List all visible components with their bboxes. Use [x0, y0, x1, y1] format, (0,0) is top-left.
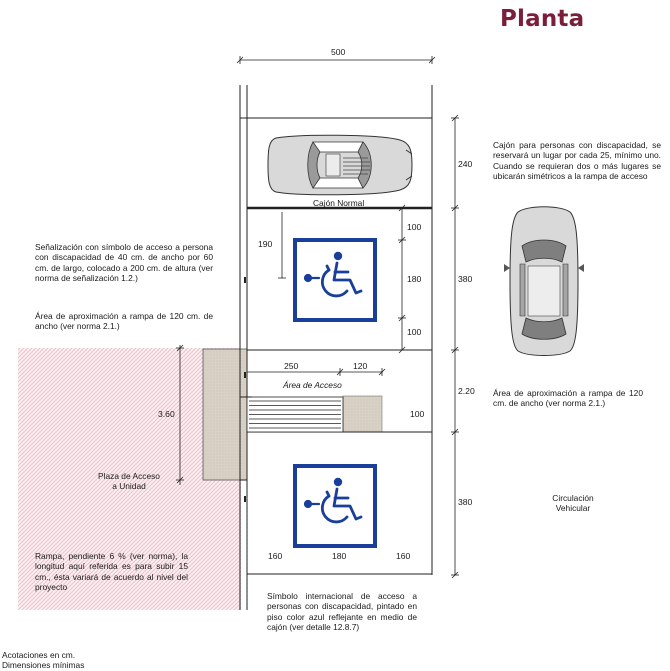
note-symbol: Símbolo internacional de acceso a person… [267, 591, 417, 632]
dim-row-1: 240 [458, 159, 473, 169]
dim-aisle-120: 120 [353, 361, 368, 371]
note-ramp: Rampa, pendiente 6 % (ver norma), la lon… [35, 551, 188, 592]
wheelchair-symbol-icon [293, 464, 377, 548]
wheelchair-symbol-icon [293, 238, 377, 322]
note-approach-left: Área de aproximación a rampa de 120 cm. … [35, 311, 213, 332]
dim-row-4: 380 [458, 497, 473, 507]
label-normal-space: Cajón Normal [313, 198, 365, 208]
dim-bottom-left: 160 [268, 551, 283, 561]
note-signage: Señalización con símbolo de acceso a per… [35, 242, 213, 283]
dim-total-width: 500 [331, 47, 346, 57]
dim-sign-mid: 180 [407, 274, 422, 284]
dim-sign-bottom: 100 [407, 327, 422, 337]
dim-bottom-mid: 180 [332, 551, 347, 561]
note-cajon: Cajón para personas con discapacidad, se… [493, 140, 661, 181]
label-vehicular: Circulación Vehicular [552, 493, 594, 514]
dim-aisle-250: 250 [284, 361, 299, 371]
car-icon-top-view [504, 206, 584, 356]
note-units: Acotaciones en cm. Dimensiones mínimas [2, 650, 85, 671]
label-plaza: Plaza de Acceso a Unidad [98, 471, 160, 492]
page-title: Planta [500, 6, 585, 32]
access-curb [342, 395, 383, 433]
dim-left-height: 3.60 [158, 409, 175, 419]
dim-bottom-right: 160 [396, 551, 411, 561]
car-icon-normal [267, 134, 413, 196]
dim-sign-top: 100 [407, 222, 422, 232]
dim-row-3: 2.20 [458, 386, 475, 396]
dim-aisle-right: 100 [410, 409, 425, 419]
label-access-area: Área de Acceso [283, 380, 342, 390]
note-approach-right: Área de aproximación a rampa de 120 cm. … [493, 388, 643, 409]
dim-sign-left: 190 [258, 239, 273, 249]
dim-row-2: 380 [458, 274, 473, 284]
